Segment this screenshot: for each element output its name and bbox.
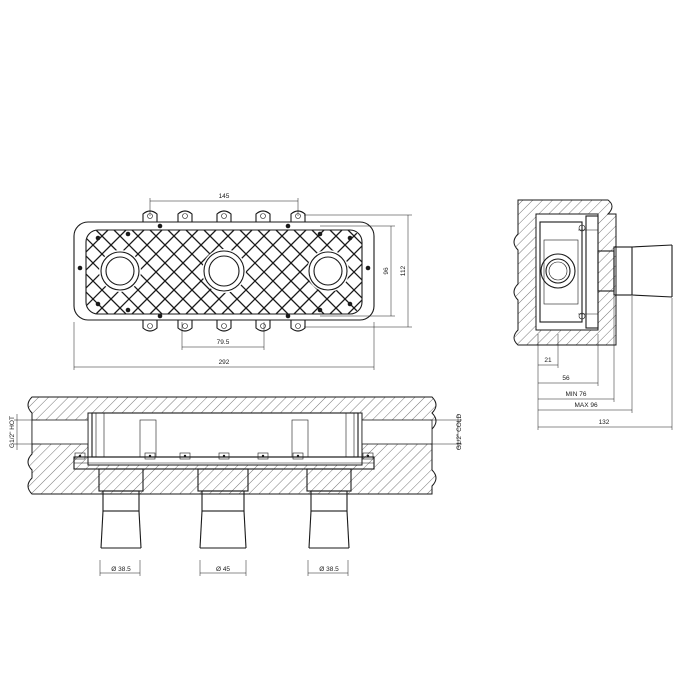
plan-flange-lugs [74,452,374,460]
dimension-21: 21 [537,334,559,430]
plan-outlet-pipes [98,468,352,549]
hot-connection-callout: G1/2" HOT [9,414,40,450]
outlet-dimension-right-label: Ø 38.5 [319,566,339,573]
dimension-132-label: 132 [599,419,610,426]
side-screw-bottom [578,312,586,320]
front-view: 145 96 112 79.5 292 [73,193,412,370]
dimension-96: 96 [320,225,395,317]
dimension-56: 56 [538,334,599,386]
dimension-79-5: 79.5 [181,322,265,350]
valve-opening-left [100,251,140,291]
side-spout-pipe [597,244,673,298]
dimension-112-label: 112 [400,265,407,276]
dimension-132: 132 [538,298,673,430]
dimension-145-label: 145 [219,193,230,200]
dimension-21-label: 21 [544,357,552,364]
outlet-dimension-right: Ø 38.5 [307,560,349,576]
plan-view: G1/2" HOT G1/2" COLD Ø 38.5 Ø 45 Ø 38.5 [9,396,463,576]
cold-connection-label: G1/2" COLD [456,414,463,451]
dimension-79-5-label: 79.5 [217,339,230,346]
hot-supply-channel [31,419,89,445]
outlet-dimension-left: Ø 38.5 [99,560,141,576]
cold-connection-callout: G1/2" COLD [430,414,463,451]
side-screw-top [578,224,586,232]
dimension-min-76-label: MIN 76 [566,391,587,398]
dimension-56-label: 56 [562,375,570,382]
dimension-112: 112 [304,214,412,328]
side-connection-ring [540,253,576,289]
dimension-292-label: 292 [219,359,230,366]
valve-opening-right [308,251,348,291]
side-body [539,221,583,323]
front-plate-lattice [86,230,362,314]
dimension-145: 145 [149,193,299,216]
side-view: 21 56 MIN 76 MAX 96 132 [513,199,673,430]
outlet-dimension-left-label: Ø 38.5 [111,566,131,573]
dimension-max-96: MAX 96 [538,296,633,413]
outlet-dimension-center: Ø 45 [199,560,247,576]
hot-connection-label: G1/2" HOT [9,416,16,448]
dimension-96-label: 96 [383,267,390,275]
dimension-292: 292 [73,322,375,370]
front-plate-outer [73,221,375,321]
outlet-dimension-center-label: Ø 45 [216,566,230,573]
valve-opening-center [203,250,245,292]
dimension-min-76: MIN 76 [538,296,615,402]
front-plate-screw-holes [77,223,371,319]
cold-supply-channel [361,419,433,445]
dimension-max-96-label: MAX 96 [574,402,598,409]
front-plate-inner [85,229,363,315]
